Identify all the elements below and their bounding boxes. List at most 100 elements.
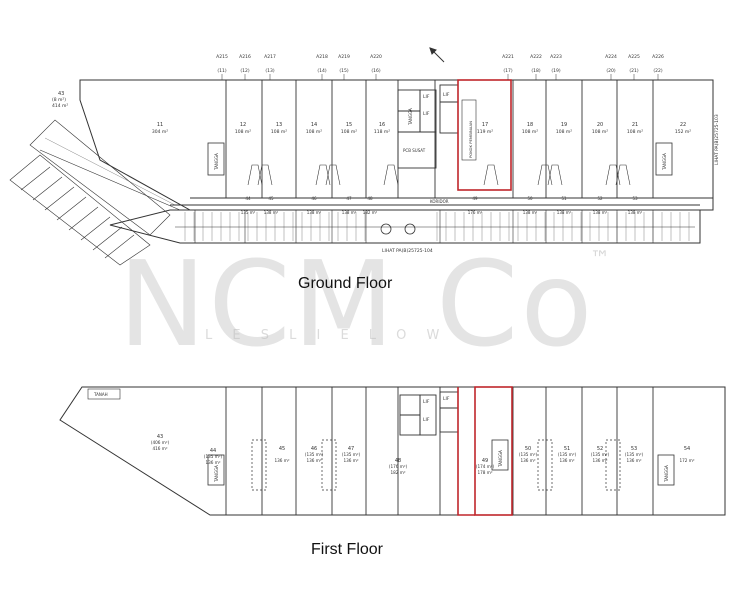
ground-unit-no: 15 [346,122,352,128]
ground-lower-lot-no: 50 [527,196,533,201]
watermark-trademark: ™ [590,246,610,270]
first-unit-no: 46 [311,446,317,452]
ground-tag-lot: (12) [240,68,249,74]
ground-tag-code: A215 [216,54,228,60]
ground-tag-code: A219 [338,54,350,60]
ground-unit-no: 19 [561,122,567,128]
ground-tangga-right: TANGGA [662,153,667,171]
ground-tangga-left: TANGGA [214,153,219,171]
first-unit-area2: 136 m² [274,458,289,463]
first-unit-area2: 136 m² [306,458,321,463]
ground-unit-no: 18 [527,122,533,128]
ground-unit-area: 108 m² [235,129,251,135]
ground-tag-code: A225 [628,54,640,60]
first-highlighted-unit [474,386,513,516]
ground-unit-area: 108 m² [556,129,572,135]
first-lif-2: LIF [423,417,430,423]
ground-unit-no: 17 [482,122,488,128]
ground-lower-lot-area: 176 m² [468,210,483,215]
first-unit-no: 52 [597,446,603,452]
ground-lihat-pa-bottom: LIHAT PA(B)25725-104 [382,248,433,254]
first-unit-no: 54 [684,446,690,452]
ground-unit-no: 16 [379,122,385,128]
ground-lower-lot-area: 182 m² [363,210,378,215]
ground-lower-lot-area: 135 m² [241,210,256,215]
first-unit-no: 50 [525,446,531,452]
first-unit-area2: 136 m² [343,458,358,463]
first-unit-area1: (135 m²) [558,452,577,457]
first-floor-plan [59,386,726,516]
first-unit-area2: 178 m² [477,470,492,475]
ground-corner-unit-area2: 414 m² [52,103,68,109]
first-tangga-right: TANGGA [664,465,669,483]
ground-tag-code: A217 [264,54,276,60]
first-unit-no: 43 [157,434,163,440]
first-unit-no: 53 [631,446,637,452]
ground-tag-code: A223 [550,54,562,60]
ground-floor-heading: Ground Floor [298,275,393,292]
first-unit-area2: 136 m² [205,460,220,465]
ground-unit-no: 20 [597,122,603,128]
ground-tag-code: A216 [239,54,251,60]
first-unit-area2: 182 m² [390,470,405,475]
first-unit-area1: (406 m²) [151,440,170,445]
ground-parking-stalls [9,119,181,266]
ground-tag-lot: (17) [503,68,512,74]
ground-lower-lot-no: 45 [268,196,274,201]
ground-unit-dividers [225,80,654,198]
first-floor-outline [59,386,726,516]
ground-lower-lot-no: 48 [367,196,373,201]
ground-unit-area: 108 m² [341,129,357,135]
first-tangga-left: TANGGA [214,465,219,483]
ground-tag-lot: (22) [653,68,662,74]
first-unit-no: 49 [482,458,488,464]
ground-unit-area: 152 m² [675,129,691,135]
ground-lower-lot-no: 49 [472,196,478,201]
first-unit-area2: 136 m² [592,458,607,463]
ground-unit-no: 13 [276,122,282,128]
first-unit-no: 47 [348,446,354,452]
ground-tag-lot: (15) [339,68,348,74]
first-unit-area1: (135 m²) [305,452,324,457]
ground-lower-lot-area: 138 m² [523,210,538,215]
ground-tag-code: A220 [370,54,382,60]
ground-unit-area: 108 m² [306,129,322,135]
ground-lower-lot-area: 138 m² [557,210,572,215]
ground-highlight-label: POKOK PEMBINAAN [468,121,473,158]
ground-tag-lot: (18) [531,68,540,74]
ground-lower-lot-area: 138 m² [342,210,357,215]
ground-unit-area: 108 m² [522,129,538,135]
ground-lower-lot-no: 47 [346,196,352,201]
ground-lower-lot-area: 138 m² [593,210,608,215]
ground-unit-area: 108 m² [592,129,608,135]
ground-tag-lot: (19) [551,68,560,74]
wheelchair-icon [404,223,416,235]
ground-lif-2: LIF [423,111,430,117]
ground-lower-lot-area: 138 m² [628,210,643,215]
ground-tag-lot: (21) [629,68,638,74]
ground-tag-code: A221 [502,54,514,60]
ground-bilik-suis: PCB SUSAT [403,148,426,153]
first-lif-3: LIF [443,396,450,402]
first-unit-area2: 172 m² [679,458,694,463]
wheelchair-icon [380,223,392,235]
ground-lower-lot-no: 52 [597,196,603,201]
ground-lot-ticks [184,212,690,241]
ground-lower-lot-no: 44 [245,196,251,201]
ground-tag-code: A226 [652,54,664,60]
ground-corner-unit-area1: (8 m²) [52,97,66,103]
first-unit-no: 45 [279,446,285,452]
first-unit-no: 48 [395,458,401,464]
ground-unit-area: 119 m² [477,129,493,135]
ground-tag-lot: (13) [265,68,274,74]
ground-unit-area: 118 m² [374,129,390,135]
ground-highlighted-unit [457,79,512,191]
ground-unit-area: 304 m² [152,129,168,135]
first-unit-no: 51 [564,446,570,452]
ground-tag-lot: (16) [371,68,380,74]
